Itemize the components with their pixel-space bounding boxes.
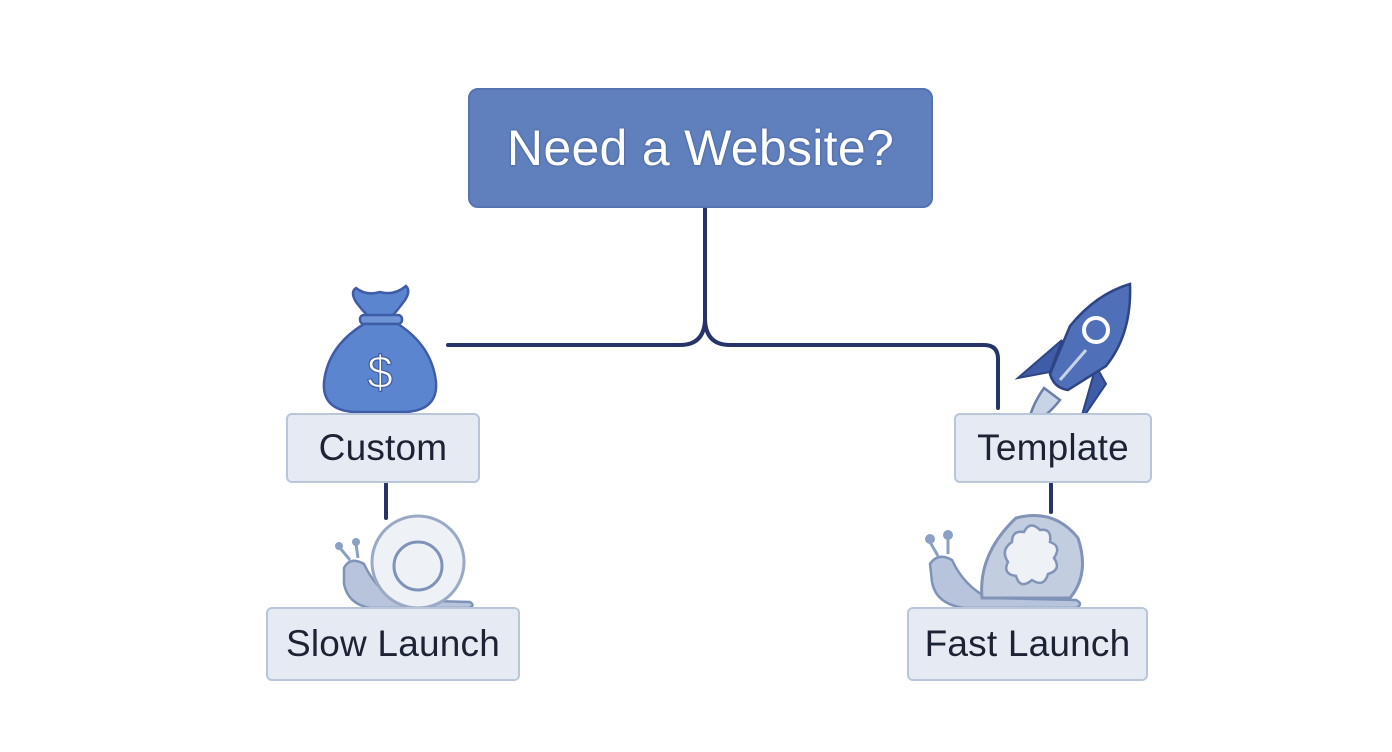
node-custom: Custom — [286, 413, 480, 483]
node-slow-launch-label: Slow Launch — [285, 623, 501, 664]
node-custom-label: Custom — [318, 427, 448, 468]
node-template: Template — [954, 413, 1152, 483]
connector-right-branch — [703, 316, 1000, 410]
connector-root-stem — [446, 206, 707, 347]
snail-puzzle-icon — [925, 514, 1084, 610]
root-node: Need a Website? — [468, 88, 933, 208]
svg-text:$: $ — [367, 346, 393, 398]
node-slow-launch: Slow Launch — [266, 607, 520, 681]
node-template-label: Template — [977, 427, 1129, 468]
money-bag-icon: $ — [322, 284, 438, 414]
snail-icon — [335, 514, 474, 610]
node-fast-launch: Fast Launch — [907, 607, 1148, 681]
node-fast-launch-label: Fast Launch — [924, 623, 1131, 664]
rocket-icon — [1014, 282, 1132, 429]
root-label: Need a Website? — [506, 120, 895, 176]
